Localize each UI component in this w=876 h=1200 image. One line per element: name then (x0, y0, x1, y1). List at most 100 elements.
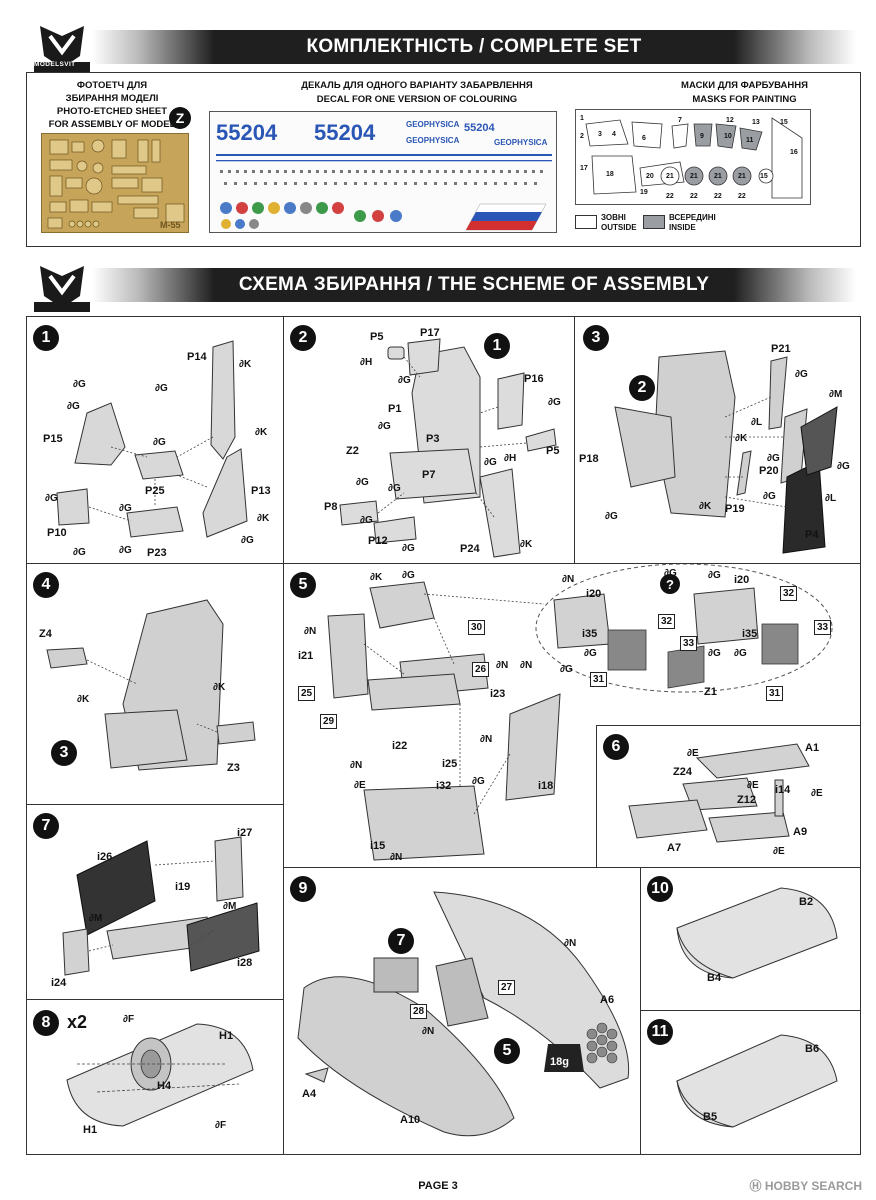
decal-geo-1: GEOPHYSICA (406, 120, 460, 129)
step-10-panel: 10 B2 B4 (640, 867, 861, 1011)
glue-mark: ∂G (548, 397, 561, 408)
part-A1: A1 (805, 742, 820, 754)
glue-mark: ∂E (773, 846, 785, 857)
part-B4: B4 (707, 972, 722, 984)
part-P12: P12 (368, 535, 388, 547)
glue-mark: ∂G (153, 437, 166, 448)
logo-text: MODELSVIT (34, 61, 76, 68)
part-P5b: P5 (546, 445, 560, 457)
glue-mark: ∂G (664, 568, 677, 579)
page-number: PAGE 3 (418, 1180, 458, 1192)
svg-text:3: 3 (598, 131, 602, 138)
step-1-panel: 1 P14 P15 P25 P13 P10 P23 ∂G ∂G ∂K ∂G ∂G… (26, 316, 284, 564)
step-9-panel: 9 7 5 28 27 18g A6 A4 A10 ∂N ∂N (283, 867, 641, 1155)
pe-parts-drawing (47, 139, 185, 229)
step-1-drawing (56, 340, 248, 538)
glue-mark: ∂G (605, 511, 618, 522)
part-H1b: H1 (83, 1124, 98, 1136)
glue-mark: ∂G (241, 535, 254, 546)
glue-mark: ∂E (747, 780, 759, 791)
step-4-panel: 4 3 Z4 Z3 ∂K ∂K (26, 563, 284, 805)
legend-inside-swatch (643, 215, 665, 229)
step-5-drawing (327, 564, 833, 861)
weight-label: 18g (550, 1056, 569, 1068)
step-6-drawing (628, 743, 810, 843)
step-11-number: 11 (647, 1019, 673, 1045)
part-P1: P1 (388, 403, 402, 415)
glue-mark: ∂N (422, 1026, 435, 1037)
glue-mark: ∂G (837, 461, 850, 472)
step-2-number: 2 (290, 325, 316, 351)
step-9-ref-5: 5 (494, 1038, 520, 1064)
step-1-number: 1 (33, 325, 59, 351)
decal-31b: 31 (766, 686, 784, 701)
decal-geo-3: GEOPHYSICA (494, 138, 548, 147)
part-i15: i15 (370, 840, 386, 852)
pe-caption-ua2: ЗБИРАННЯ МОДЕЛІ (65, 93, 159, 104)
glue-mark: ∂G (560, 664, 573, 675)
decal-caption-ua: ДЕКАЛЬ ДЛЯ ОДНОГО ВАРІАНТУ ЗАБАРВЛЕННЯ (301, 80, 533, 91)
step-3-drawing (614, 350, 838, 554)
glue-mark: ∂G (388, 483, 401, 494)
glue-mark: ∂G (45, 493, 58, 504)
svg-text:22: 22 (666, 193, 674, 200)
step-6-panel: 6 A1 Z24 Z12 i14 A9 A7 ∂E ∂E ∂E ∂E (596, 725, 861, 868)
part-i27: i27 (237, 827, 253, 839)
part-P19: P19 (725, 503, 745, 515)
step-2-drawing (339, 338, 557, 558)
decal-big-number-2: 55204 (314, 120, 376, 145)
pe-sheet-caption: ФОТОЕТЧ ДЛЯ ЗБИРАННЯ МОДЕЛІ PHOTO-ETCHED… (27, 79, 197, 139)
part-P8: P8 (324, 501, 338, 513)
part-B2: B2 (799, 896, 814, 908)
glue-mark: ∂K (520, 539, 533, 550)
svg-text:22: 22 (738, 193, 746, 200)
step-5-number: 5 (290, 572, 316, 598)
step-3-ref-2: 2 (629, 375, 655, 401)
part-i18: i18 (538, 780, 554, 792)
glue-mark: ∂G (402, 570, 415, 581)
step-4-number: 4 (33, 572, 59, 598)
step-4-drawing (46, 599, 256, 771)
part-i35b: i35 (742, 628, 758, 640)
glue-mark: ∂G (584, 648, 597, 659)
part-H1: H1 (219, 1030, 234, 1042)
decal-31a: 31 (590, 672, 608, 687)
step-8-drawing (66, 1023, 254, 1127)
step-11-panel: 11 B6 B5 (640, 1010, 861, 1155)
svg-text:22: 22 (690, 193, 698, 200)
part-P21: P21 (771, 343, 791, 355)
glue-mark: ∂G (378, 421, 391, 432)
glue-mark: ∂N (350, 760, 363, 771)
part-i32: i32 (436, 780, 452, 792)
step-2-panel: 2 1 P5 P17 P16 P1 P3 P5 Z2 P7 P8 P12 P24… (283, 316, 575, 564)
section-title-text: КОМПЛЕКТНІСТЬ / COMPLETE SET (306, 36, 642, 57)
section-title-complete-set: КОМПЛЕКТНІСТЬ / COMPLETE SET (92, 30, 856, 64)
legend-inside-en: INSIDE (669, 223, 696, 232)
decal-sheet-image: 55204 55204 GEOPHYSICA GEOPHYSICA 55204 … (209, 111, 557, 233)
part-i14: i14 (775, 784, 791, 796)
part-A7: A7 (667, 842, 682, 854)
part-P13: P13 (251, 485, 271, 497)
decal-32a: 32 (658, 614, 676, 629)
svg-text:6: 6 (642, 135, 646, 142)
decal-small-number: 55204 (464, 122, 495, 134)
glue-mark: ∂F (215, 1120, 227, 1131)
step-2-ref-1: 1 (484, 333, 510, 359)
glue-mark: ∂G (119, 503, 132, 514)
part-P15: P15 (43, 433, 63, 445)
svg-text:7: 7 (678, 117, 682, 124)
glue-mark: ∂K (735, 433, 748, 444)
modelsvit-logo (34, 26, 90, 72)
part-i24: i24 (51, 977, 67, 989)
step-4-ref-3: 3 (51, 740, 77, 766)
glue-mark: ∂K (699, 501, 712, 512)
glue-mark: ∂K (213, 682, 226, 693)
decal-28: 28 (410, 1004, 428, 1019)
glue-mark: ∂G (119, 545, 132, 556)
glue-mark: ∂G (73, 379, 86, 390)
part-P20: P20 (759, 465, 779, 477)
part-P3: P3 (426, 433, 440, 445)
step-7-panel: 7 i27 i26 i19 i24 i28 ∂M ∂M (26, 804, 284, 1000)
